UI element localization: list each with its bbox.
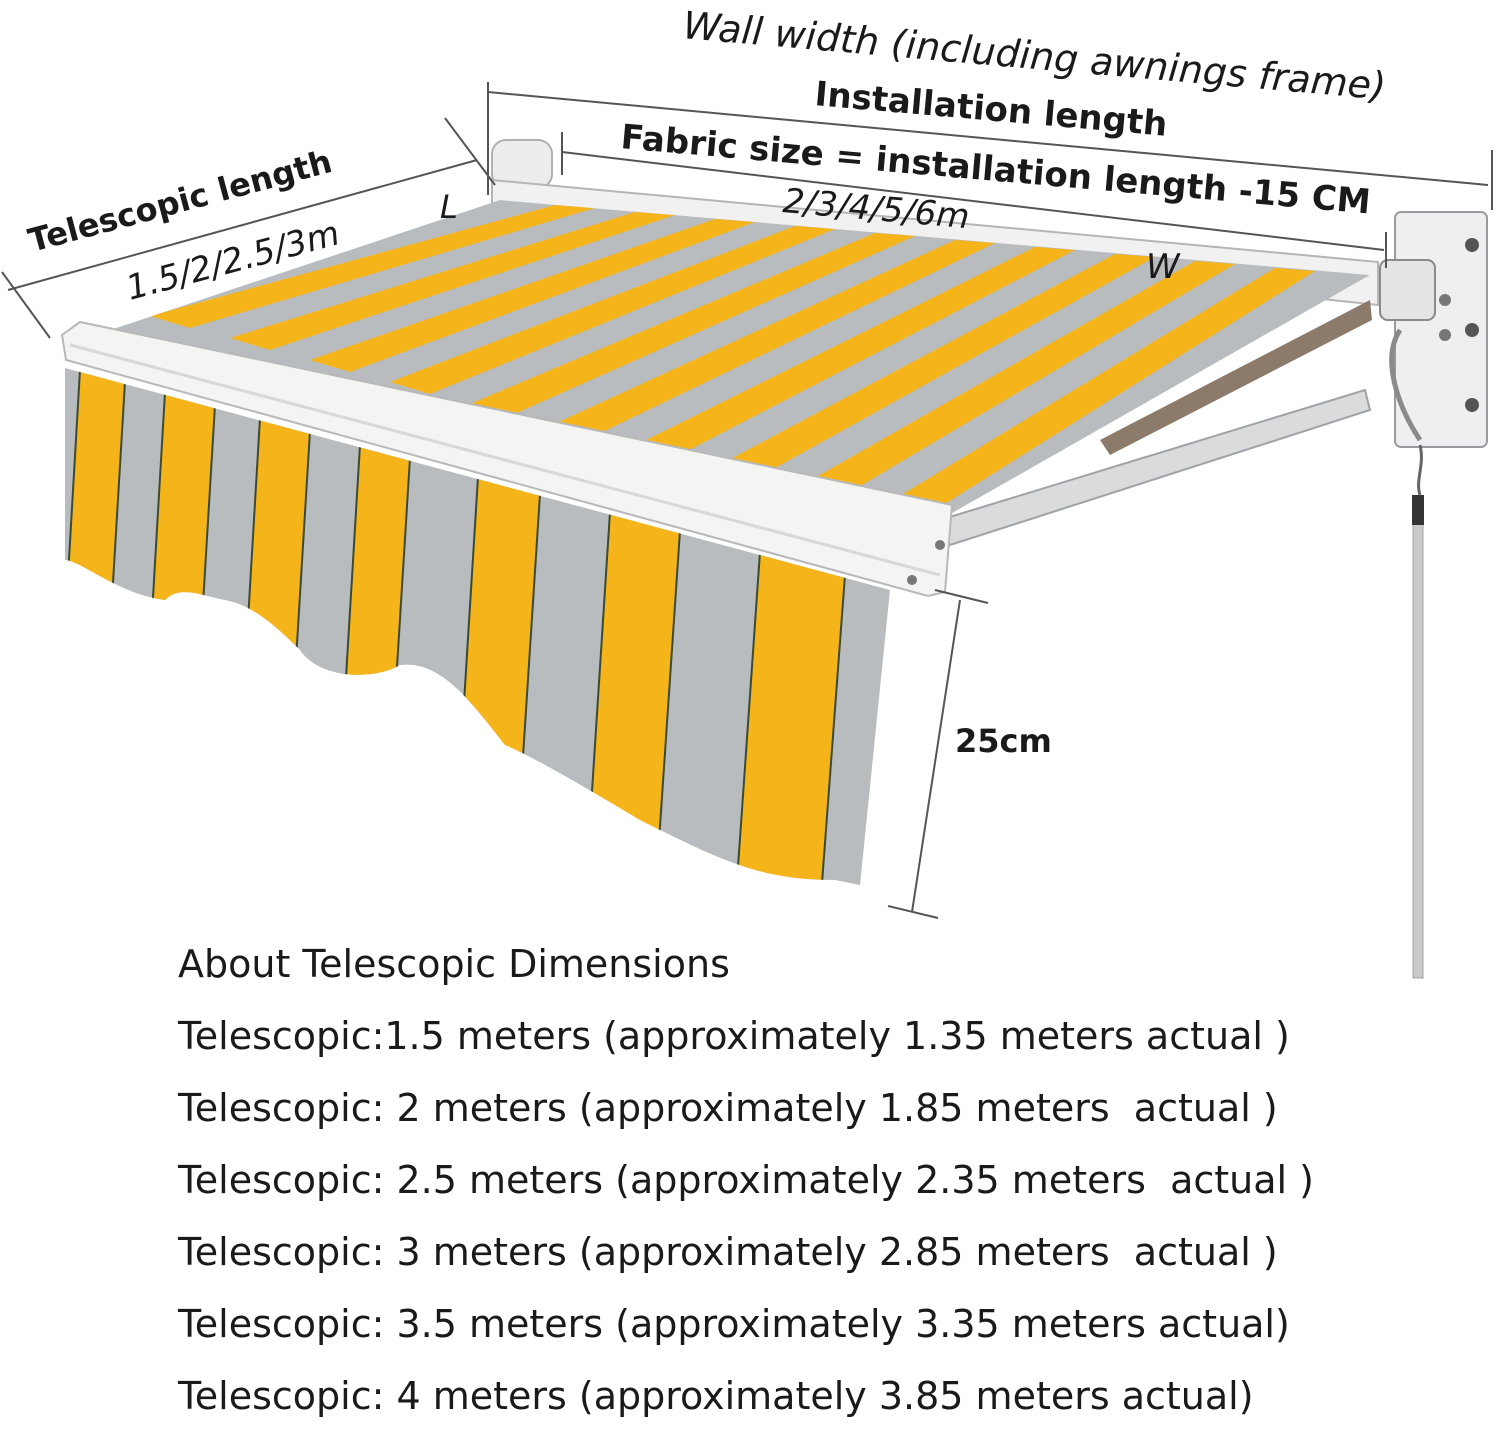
wall-bracket xyxy=(1379,211,1488,448)
notes-line: Telescopic: 3.5 meters (approximately 3.… xyxy=(178,1302,1290,1346)
notes-title: About Telescopic Dimensions xyxy=(178,942,730,986)
telescopic-notes: About Telescopic Dimensions Telescopic:1… xyxy=(178,928,1478,1432)
notes-line: Telescopic: 2 meters (approximately 1.85… xyxy=(178,1086,1278,1130)
letter-l-label: L xyxy=(440,188,458,226)
notes-line: Telescopic: 3 meters (approximately 2.85… xyxy=(178,1230,1278,1274)
awning-canopy xyxy=(95,200,1370,520)
letter-w-label: W xyxy=(1146,247,1181,287)
notes-line: Telescopic: 2.5 meters (approximately 2.… xyxy=(178,1158,1314,1202)
dimension-lines xyxy=(1,82,1493,919)
valance-height-label: 25cm xyxy=(955,722,1052,760)
notes-line: Telescopic: 4 meters (approximately 3.85… xyxy=(178,1374,1254,1418)
support-pole xyxy=(1412,444,1424,979)
notes-line: Telescopic:1.5 meters (approximately 1.3… xyxy=(178,1014,1290,1058)
